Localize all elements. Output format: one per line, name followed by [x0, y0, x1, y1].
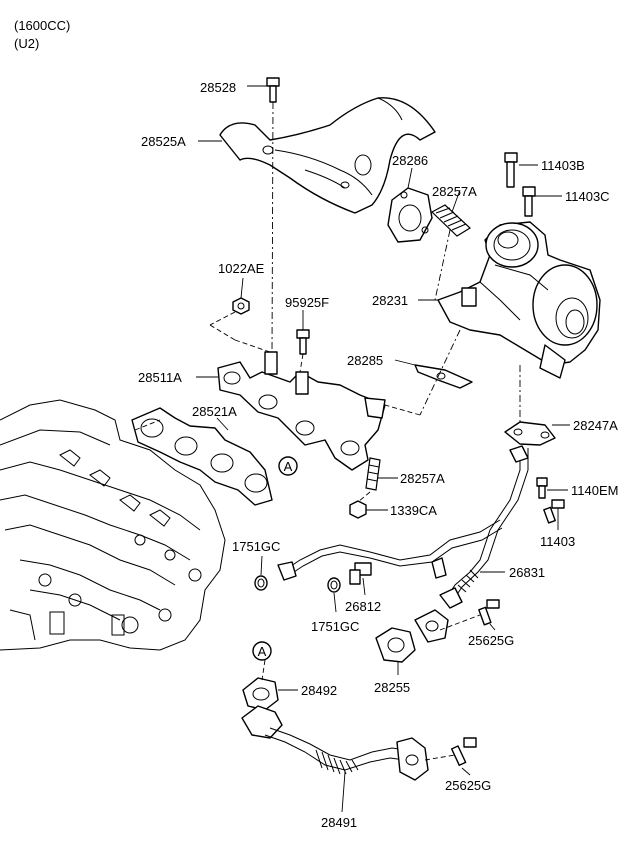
stud-middle [365, 457, 381, 491]
callout-11403C: 11403C [565, 189, 610, 204]
turbocharger [437, 221, 601, 379]
bolt-28528 [266, 77, 280, 103]
callout-28257A-top: 28257A [432, 184, 477, 199]
oil-return-flange [414, 609, 449, 643]
callout-1022AE: 1022AE [218, 261, 265, 276]
callout-28511A: 28511A [138, 370, 182, 385]
callout-26831: 26831 [509, 565, 545, 580]
oil-return-pipe [277, 519, 503, 581]
callout-11403: 11403 [540, 534, 575, 549]
callout-26812: 26812 [345, 599, 381, 614]
reference-marker-a-upper: A [278, 456, 298, 476]
egr-gasket [242, 677, 279, 711]
callout-28492: 28492 [301, 683, 337, 698]
callout-11403B: 11403B [541, 158, 585, 173]
manifold-gasket [131, 407, 273, 506]
alignment-lines [134, 101, 521, 761]
washer-1751GC-left [254, 575, 268, 591]
bolt-25625G-upper [478, 599, 500, 626]
variant-label: (U2) [14, 36, 40, 51]
heat-shield [219, 97, 436, 214]
callout-95925F: 95925F [285, 295, 329, 310]
egr-pipe [241, 705, 429, 781]
callout-28528: 28528 [200, 80, 236, 95]
callout-25625G-bot: 25625G [445, 778, 491, 793]
callout-28525A: 28525A [141, 134, 186, 149]
callout-28257A-mid: 28257A [400, 471, 445, 486]
callout-28231: 28231 [372, 293, 408, 308]
oil-return-gasket [375, 627, 416, 663]
nut-1339CA [349, 500, 367, 519]
bolt-1140EM [536, 477, 548, 499]
engine-block-outline [0, 399, 226, 651]
stud-upper [430, 204, 471, 237]
callout-28521A: 28521A [192, 404, 237, 419]
callout-1140EM: 1140EM [571, 483, 618, 498]
callout-25625G-top: 25625G [468, 633, 514, 648]
bolt-11403C [522, 186, 536, 217]
callout-28285: 28285 [347, 353, 383, 368]
callout-1751GC-left: 1751GC [232, 539, 280, 554]
bolt-25625G-lower [450, 737, 477, 766]
svg-text:A: A [284, 459, 293, 474]
callout-28247A: 28247A [573, 418, 618, 433]
exhaust-manifold [217, 351, 386, 471]
bolt-11403B [504, 152, 518, 188]
oil-feed-pipe [439, 421, 556, 609]
svg-text:A: A [258, 644, 267, 659]
callout-28491: 28491 [321, 815, 357, 830]
callout-28255: 28255 [374, 680, 410, 695]
callout-28286: 28286 [392, 153, 428, 168]
manifold-turbo-gasket [414, 364, 473, 389]
engine-spec-label: (1600CC) [14, 18, 71, 33]
eye-bolt-26812 [349, 562, 372, 585]
callout-1751GC-mid: 1751GC [311, 619, 359, 634]
turbo-inlet-gasket [387, 187, 433, 243]
washer-1751GC-mid [327, 577, 341, 593]
callout-labels: 28528 28525A 28286 11403B 28257A 11403C … [138, 80, 618, 830]
reference-marker-a-lower: A [252, 641, 272, 661]
callout-1339CA: 1339CA [390, 503, 437, 518]
bolt-11403 [543, 499, 565, 524]
stud-95925F [296, 329, 310, 355]
nut-1022AE [232, 297, 250, 315]
leader-lines [196, 85, 570, 813]
